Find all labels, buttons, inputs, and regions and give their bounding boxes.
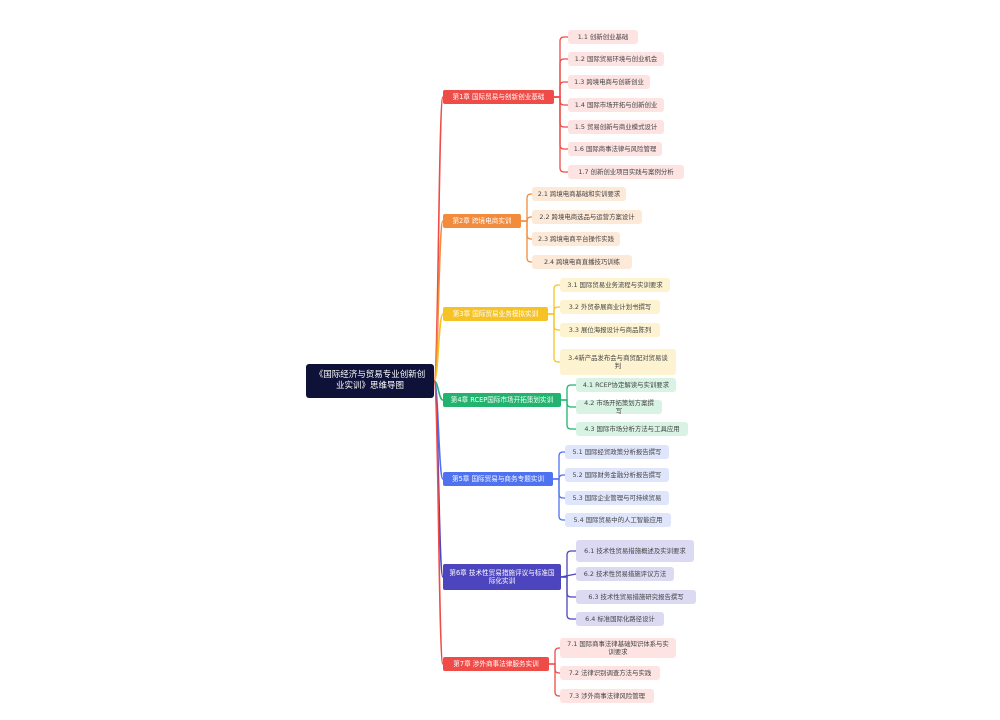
leaf-connector	[552, 478, 566, 521]
leaf-node[interactable]: 7.2 法律识别调查方法与实践	[560, 666, 660, 680]
leaf-node[interactable]: 6.3 技术性贸易措施研究报告撰写	[576, 590, 696, 604]
leaf-node[interactable]: 4.2 市场开拓策划方案撰写	[576, 399, 662, 415]
leaf-node[interactable]: 1.6 国际商事法律与风险管理	[568, 142, 662, 156]
leaf-connector	[520, 193, 533, 222]
leaf-connector	[552, 451, 566, 480]
leaf-node[interactable]: 2.2 跨境电商选品与运营方案设计	[532, 210, 642, 224]
leaf-node[interactable]: 5.1 国际经贸政策分析报告撰写	[565, 445, 669, 459]
leaf-connector	[560, 576, 577, 620]
leaf-node[interactable]: 1.7 创新创业项目实践与案例分析	[568, 165, 684, 179]
leaf-node[interactable]: 3.1 国际贸易业务流程与实训要求	[560, 278, 670, 292]
leaf-node[interactable]: 2.4 跨境电商直播技巧训练	[532, 255, 632, 269]
leaf-node[interactable]: 2.3 跨境电商平台操作实践	[532, 232, 620, 246]
leaf-node[interactable]: 1.1 创新创业基础	[568, 30, 638, 44]
root-node[interactable]: 《国际经济与贸易专业创新创业实训》思维导图	[306, 364, 434, 398]
leaf-connector	[553, 58, 569, 98]
leaf-node[interactable]: 4.1 RCEP协定解读与实训要求	[576, 378, 676, 392]
leaf-connector	[553, 96, 569, 173]
leaf-connector	[548, 647, 561, 665]
leaf-node[interactable]: 5.4 国际贸易中的人工智能应用	[565, 513, 671, 527]
leaf-connector	[548, 663, 561, 697]
leaf-node[interactable]: 4.3 国际市场分析方法与工具应用	[576, 422, 688, 436]
leaf-node[interactable]: 6.1 技术性贸易措施概述及实训要求	[576, 540, 694, 562]
leaf-node[interactable]: 7.3 涉外商事法律风险管理	[560, 689, 654, 703]
chapter-node-1[interactable]: 第1章 国际贸易与创新创业基础	[443, 90, 554, 104]
leaf-node[interactable]: 1.2 国际贸易环境与创业机会	[568, 52, 664, 66]
leaf-node[interactable]: 3.3 展位海报设计与商品陈列	[560, 323, 660, 337]
chapter-node-7[interactable]: 第7章 涉外商事法律服务实训	[443, 657, 549, 671]
leaf-connector	[553, 81, 569, 98]
chapter-connector	[433, 380, 444, 665]
chapter-node-5[interactable]: 第5章 国际贸易与商务专题实训	[443, 472, 553, 486]
leaf-node[interactable]: 1.3 跨境电商与创新创业	[568, 75, 650, 89]
chapter-connector	[433, 313, 444, 382]
leaf-node[interactable]: 6.2 技术性贸易措施评议方法	[576, 567, 674, 581]
leaf-connector	[560, 384, 577, 401]
leaf-connector	[560, 399, 577, 430]
leaf-node[interactable]: 2.1 跨境电商基础和实训要求	[532, 187, 626, 201]
leaf-connector	[560, 550, 577, 578]
leaf-connector	[553, 36, 569, 98]
leaf-node[interactable]: 1.4 国际市场开拓与创新创业	[568, 98, 664, 112]
chapter-node-6[interactable]: 第6章 技术性贸易措施评议与标准国际化实训	[443, 564, 561, 590]
leaf-connector	[547, 306, 561, 315]
leaf-connector	[547, 313, 561, 363]
leaf-connector	[547, 284, 561, 315]
leaf-node[interactable]: 7.1 国际商事法律基础知识体系与实训要求	[560, 638, 676, 658]
chapter-node-4[interactable]: 第4章 RCEP国际市场开拓策划实训	[443, 393, 561, 407]
leaf-node[interactable]: 6.4 标准国际化路径设计	[576, 612, 664, 626]
leaf-node[interactable]: 5.2 国际财务金融分析报告撰写	[565, 468, 669, 482]
chapter-node-3[interactable]: 第3章 国际贸易业务模拟实训	[443, 307, 548, 321]
leaf-node[interactable]: 3.2 外贸参展商业计划书撰写	[560, 300, 660, 314]
chapter-node-2[interactable]: 第2章 跨境电商实训	[443, 214, 521, 228]
leaf-connector	[520, 220, 533, 263]
leaf-node[interactable]: 5.3 国际企业管理与可持续贸易	[565, 491, 669, 505]
leaf-node[interactable]: 3.4新产品发布会与商贸配对贸易谈判	[560, 349, 676, 375]
leaf-node[interactable]: 1.5 贸易创新与商业模式设计	[568, 120, 664, 134]
